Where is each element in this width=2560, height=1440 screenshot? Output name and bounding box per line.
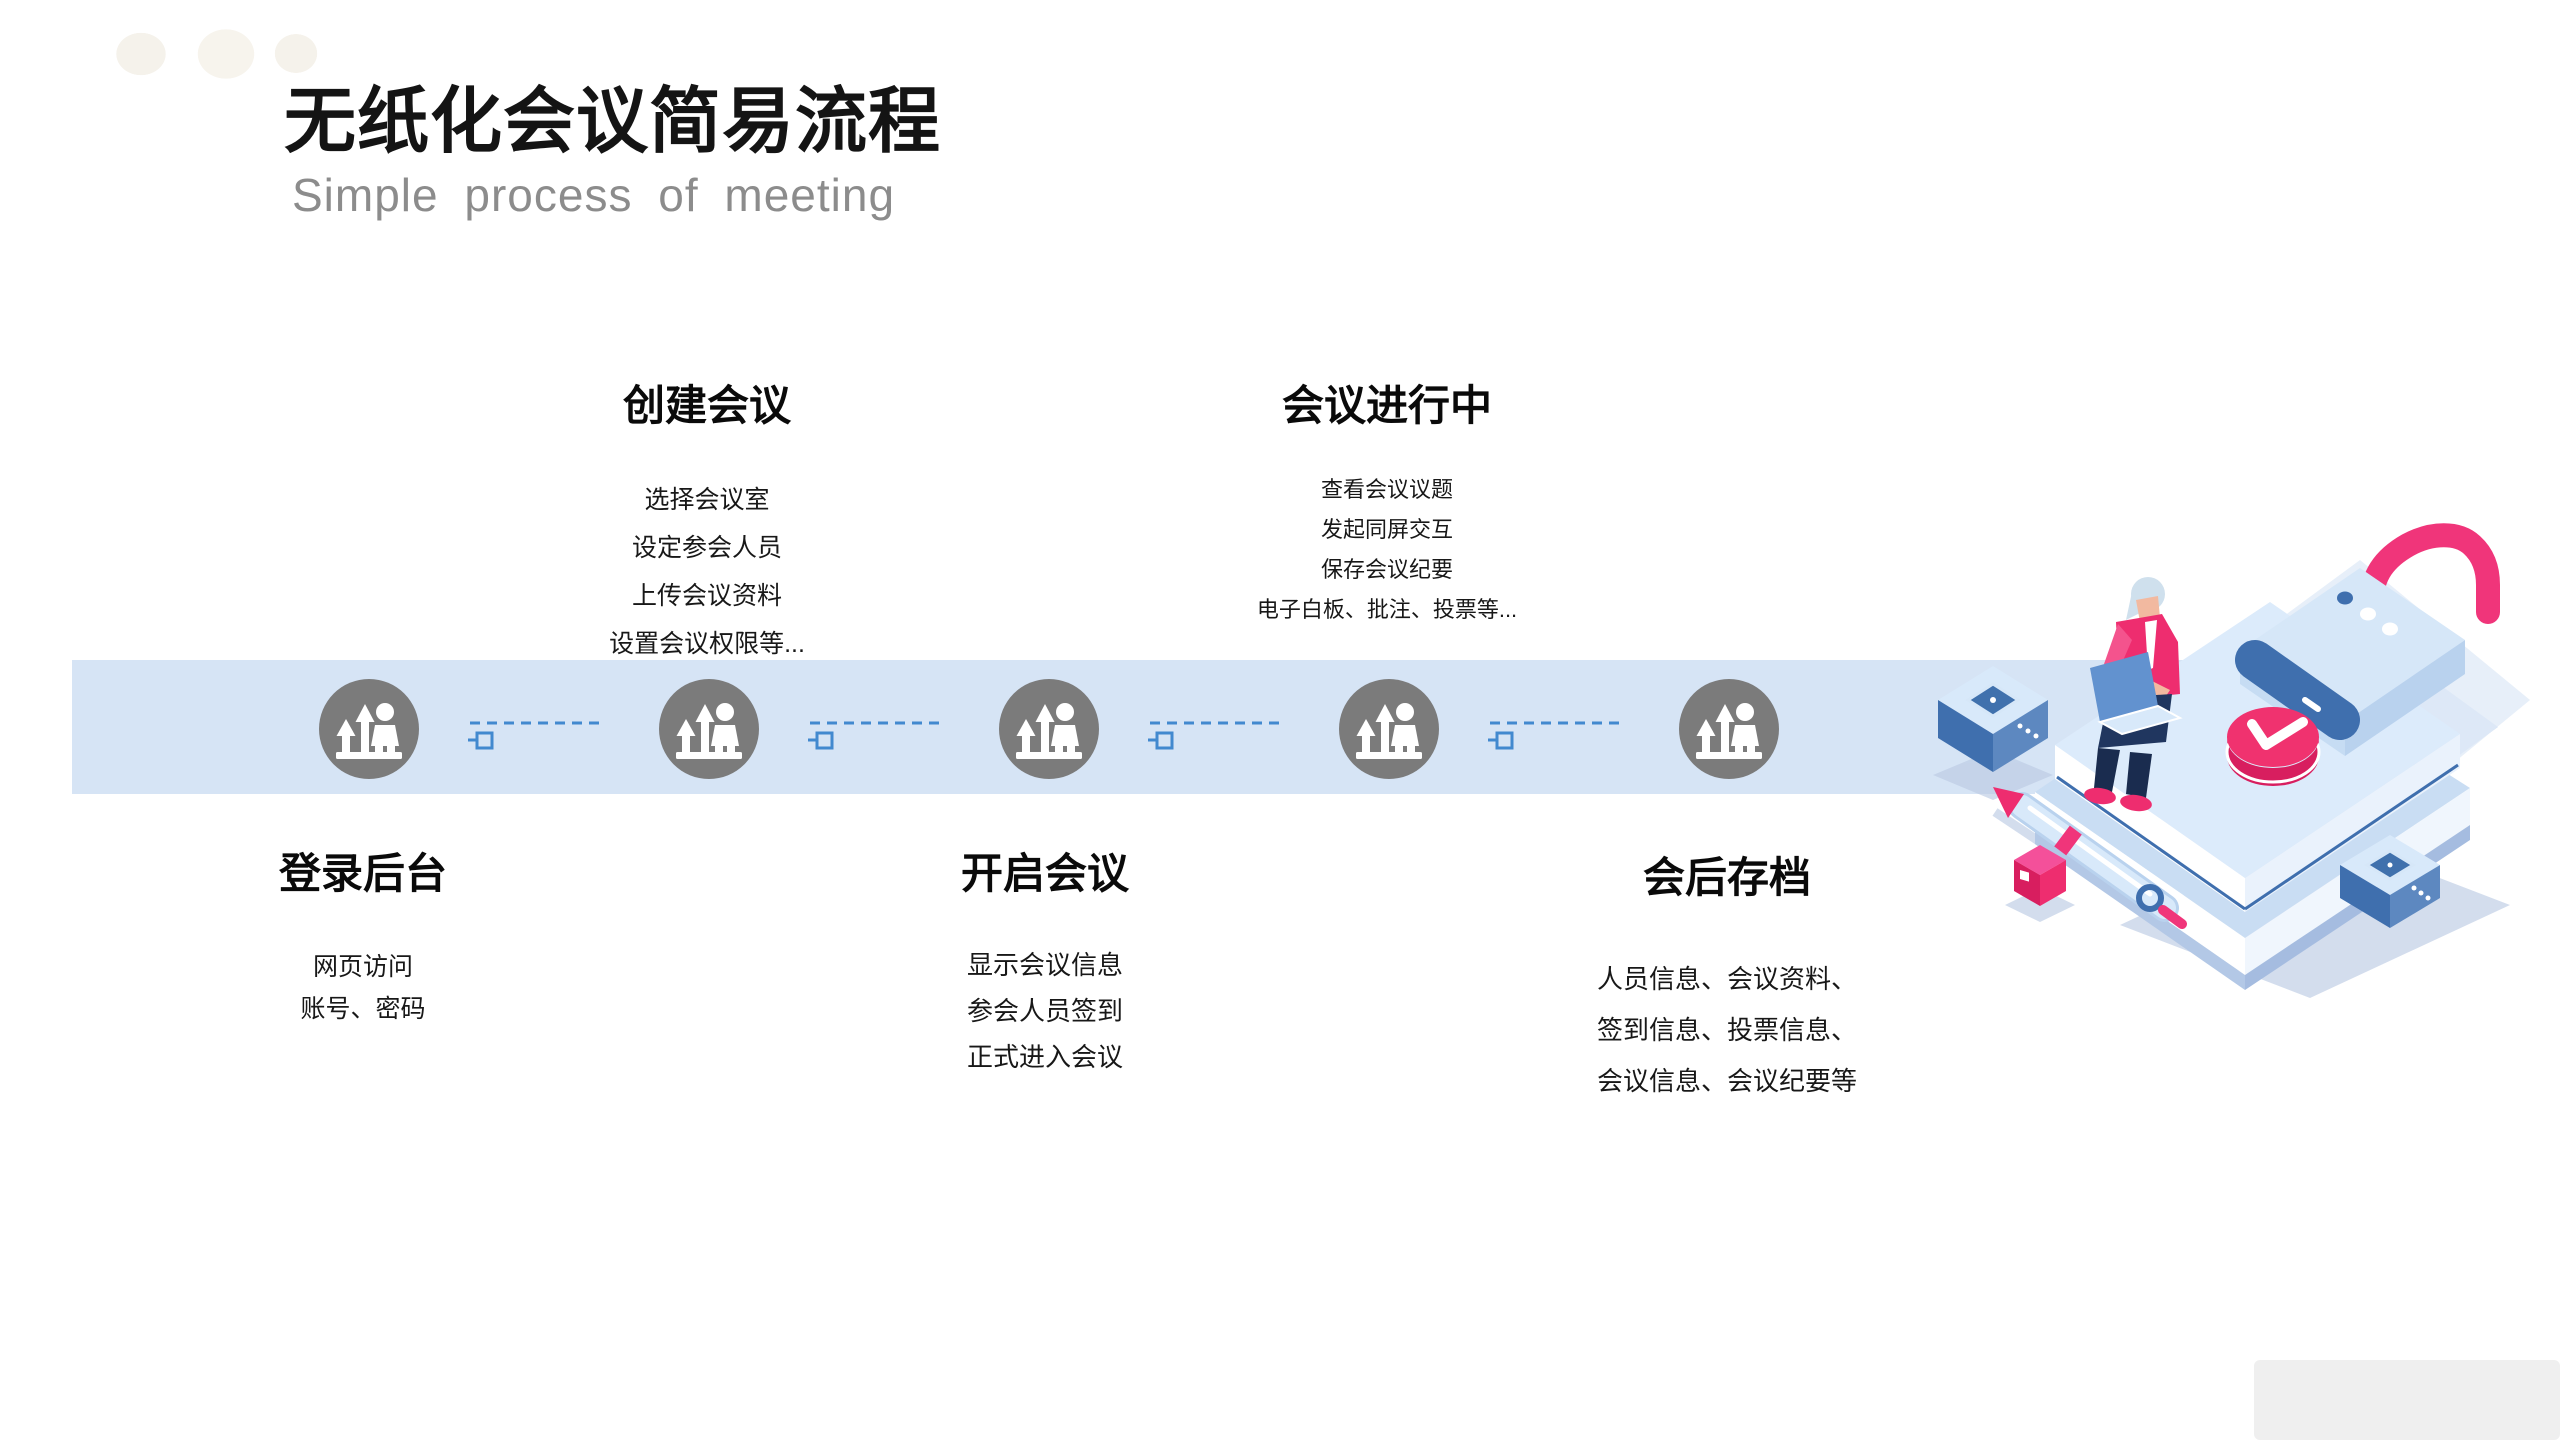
step-item: 参会人员签到 <box>966 996 1124 1026</box>
step-item-list: 网页访问账号、密码 <box>279 946 447 1030</box>
step-item: 发起同屏交互 <box>1320 517 1453 542</box>
watermark-box <box>2254 1360 2560 1440</box>
timeline-connector <box>468 717 618 757</box>
step-title: 登录后台 <box>278 850 448 897</box>
meeting-illustration <box>1933 523 2530 998</box>
step-item: 签到信息、投票信息、 <box>1596 1015 1858 1045</box>
step-start-meeting: 开启会议 显示会议信息参会人员签到正式进入会议 <box>961 850 1129 1080</box>
step-item: 选择会议室 <box>644 486 770 514</box>
router-box-icon <box>2340 835 2440 928</box>
step-title: 会后存档 <box>1642 854 1812 901</box>
step-item: 会议信息、会议纪要等 <box>1596 1066 1858 1096</box>
people-growth-icon <box>1696 703 1762 759</box>
timeline-node-1 <box>319 679 419 779</box>
step-meeting-in-progress: 会议进行中 查看会议议题发起同屏交互保存会议纪要电子白板、批注、投票等... <box>1257 382 1517 630</box>
step-post-meeting-archive: 会后存档 人员信息、会议资料、签到信息、投票信息、会议信息、会议纪要等 <box>1597 854 1857 1107</box>
step-item-list: 选择会议室设定参会人员上传会议资料设置会议权限等... <box>609 476 805 668</box>
step-item: 设置会议权限等... <box>609 630 805 658</box>
pen-icon <box>1993 787 2187 929</box>
step-title: 开启会议 <box>960 850 1130 897</box>
step-item: 上传会议资料 <box>631 582 782 610</box>
padlock-icon <box>2235 523 2500 756</box>
step-item: 电子白板、批注、投票等... <box>1256 597 1518 622</box>
people-growth-icon <box>336 703 402 759</box>
step-title: 创建会议 <box>622 382 791 429</box>
timeline-node-2 <box>659 679 759 779</box>
timeline-node-4 <box>1339 679 1439 779</box>
watermark-logo <box>96 14 346 94</box>
step-item: 设定参会人员 <box>631 534 782 562</box>
clock-icon <box>2225 707 2321 786</box>
people-growth-icon <box>676 703 742 759</box>
timeline-node-3 <box>999 679 1099 779</box>
timeline-connector <box>808 717 958 757</box>
step-item-list: 查看会议议题发起同屏交互保存会议纪要电子白板、批注、投票等... <box>1257 470 1517 630</box>
step-item: 显示会议信息 <box>966 950 1124 980</box>
step-item-list: 显示会议信息参会人员签到正式进入会议 <box>961 942 1129 1080</box>
page-title: 无纸化会议简易流程 <box>284 82 942 162</box>
router-box-icon <box>1938 666 2048 772</box>
step-item: 保存会议纪要 <box>1320 557 1453 582</box>
step-create-meeting: 创建会议 选择会议室设定参会人员上传会议资料设置会议权限等... <box>609 382 805 668</box>
page-subtitle: Simple process of meeting <box>292 169 896 221</box>
step-title: 会议进行中 <box>1281 382 1492 429</box>
step-item: 正式进入会议 <box>966 1042 1124 1072</box>
person-illustration <box>2084 577 2183 812</box>
step-item-list: 人员信息、会议资料、签到信息、投票信息、会议信息、会议纪要等 <box>1597 954 1857 1107</box>
people-growth-icon <box>1016 703 1082 759</box>
timeline-node-5 <box>1679 679 1779 779</box>
step-login-backend: 登录后台 网页访问账号、密码 <box>279 850 447 1030</box>
pink-cube-icon <box>2014 845 2066 906</box>
timeline-connector <box>1488 717 1638 757</box>
step-item: 网页访问 <box>312 953 414 981</box>
step-item: 查看会议议题 <box>1320 477 1453 502</box>
step-item: 账号、密码 <box>300 995 426 1023</box>
step-item: 人员信息、会议资料、 <box>1596 964 1858 994</box>
people-growth-icon <box>1356 703 1422 759</box>
timeline-connector <box>1148 717 1298 757</box>
